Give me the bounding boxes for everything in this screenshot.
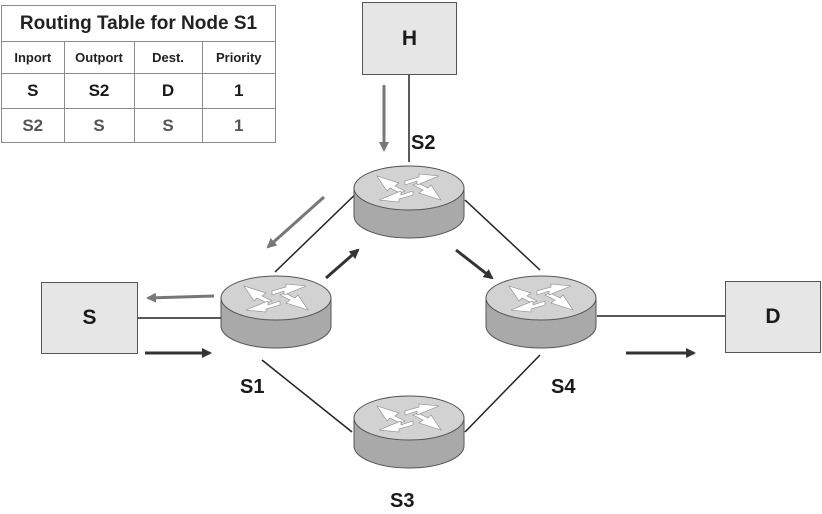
router-s4-label: S4 [551, 376, 576, 398]
table-cell: S [134, 108, 203, 143]
host-d: D [725, 281, 821, 353]
table-row: S2 S S 1 [2, 108, 275, 143]
router-s1-icon [220, 275, 332, 349]
link-s2-s4 [464, 199, 541, 271]
header-priority: Priority [202, 42, 275, 74]
router-s3-label: S3 [390, 490, 415, 512]
host-h: H [362, 2, 457, 75]
link-s1-s3 [261, 359, 353, 433]
table-cell: 1 [234, 116, 244, 135]
table-cell: S2 [2, 108, 65, 143]
forward-arrows [145, 248, 696, 358]
header-dest: Dest. [134, 42, 203, 74]
host-h-label: H [401, 26, 418, 50]
return-arrows [146, 85, 389, 303]
table-header-row: Inport Outport Dest. Priority [2, 42, 275, 74]
header-outport: Outport [64, 42, 135, 74]
router-s3-icon [353, 395, 465, 469]
routing-table-title: Routing Table for Node S1 [2, 6, 275, 42]
routing-table: Routing Table for Node S1 Inport Outport… [1, 5, 276, 143]
router-s2-icon [353, 165, 465, 239]
table-cell: D [134, 73, 203, 109]
forward-arrow-s1-to-s2 [325, 248, 360, 280]
table-cell: S [64, 108, 135, 143]
link-s1-s2 [274, 184, 366, 273]
routing-table-grid: Inport Outport Dest. Priority S S2 D 1 S… [2, 42, 275, 143]
router-s2-label: S2 [411, 132, 436, 154]
link-s3-s4 [464, 354, 541, 433]
host-s-label: S [82, 306, 97, 329]
return-arrow-s1-to-s [146, 292, 215, 303]
links [138, 75, 725, 433]
table-cell: S2 [64, 73, 135, 109]
router-s1-label: S1 [240, 376, 265, 398]
host-s: S [41, 282, 138, 354]
forward-arrow-s2-to-s4 [455, 248, 494, 280]
table-cell: S [2, 73, 65, 109]
table-cell: 1 [202, 73, 275, 109]
header-inport: Inport [2, 42, 65, 74]
router-s4-icon [485, 275, 597, 349]
return-arrow-s2-to-s1 [266, 195, 325, 249]
table-row: S S2 D 1 [2, 73, 275, 109]
host-d-label: D [765, 305, 781, 328]
